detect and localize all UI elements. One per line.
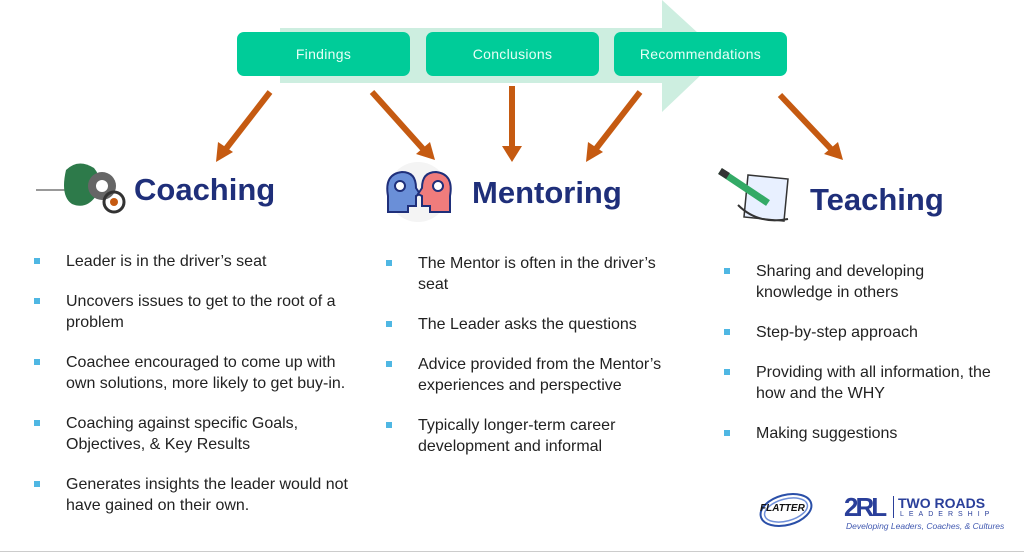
list-item: The Leader asks the questions bbox=[382, 314, 672, 335]
list-item: Step-by-step approach bbox=[720, 322, 1000, 343]
arrow-recommendations-mentoring bbox=[592, 90, 643, 152]
mentoring-title: Mentoring bbox=[472, 175, 622, 210]
brain-gears-target-icon bbox=[36, 163, 126, 214]
coaching-title: Coaching bbox=[134, 172, 276, 207]
step-findings: Findings bbox=[237, 32, 410, 76]
step-conclusions: Conclusions bbox=[426, 32, 599, 76]
teaching-bullets: Sharing and developing knowledge in othe… bbox=[720, 261, 1000, 463]
connector-arrows bbox=[216, 86, 843, 162]
arrow-findings-mentoring bbox=[369, 89, 427, 153]
list-item: Coachee encouraged to come up with own s… bbox=[30, 352, 360, 394]
list-item: Leader is in the driver’s seat bbox=[30, 251, 360, 272]
list-item: Generates insights the leader would not … bbox=[30, 474, 360, 516]
coaching-bullets: Leader is in the driver’s seat Uncovers … bbox=[30, 251, 360, 535]
teaching-title: Teaching bbox=[810, 182, 944, 217]
list-item: Typically longer-term career development… bbox=[382, 415, 672, 457]
list-item: Uncovers issues to get to the root of a … bbox=[30, 291, 360, 333]
arrow-findings-coaching bbox=[222, 90, 273, 152]
two-heads-gears-icon bbox=[386, 162, 452, 222]
flatter-logo: FLATTER bbox=[756, 490, 814, 530]
mentoring-bullets: The Mentor is often in the driver’s seat… bbox=[382, 253, 672, 476]
list-item: The Mentor is often in the driver’s seat bbox=[382, 253, 672, 295]
list-item: Sharing and developing knowledge in othe… bbox=[720, 261, 1000, 303]
pen-paper-icon bbox=[718, 168, 789, 222]
list-item: Making suggestions bbox=[720, 423, 1000, 444]
arrow-recommendations-teaching bbox=[777, 92, 835, 153]
step-recommendations: Recommendations bbox=[614, 32, 787, 76]
list-item: Providing with all information, the how … bbox=[720, 362, 1000, 404]
slide-bottom-border bbox=[0, 551, 1024, 552]
list-item: Coaching against specific Goals, Objecti… bbox=[30, 413, 360, 455]
list-item: Advice provided from the Mentor’s experi… bbox=[382, 354, 672, 396]
